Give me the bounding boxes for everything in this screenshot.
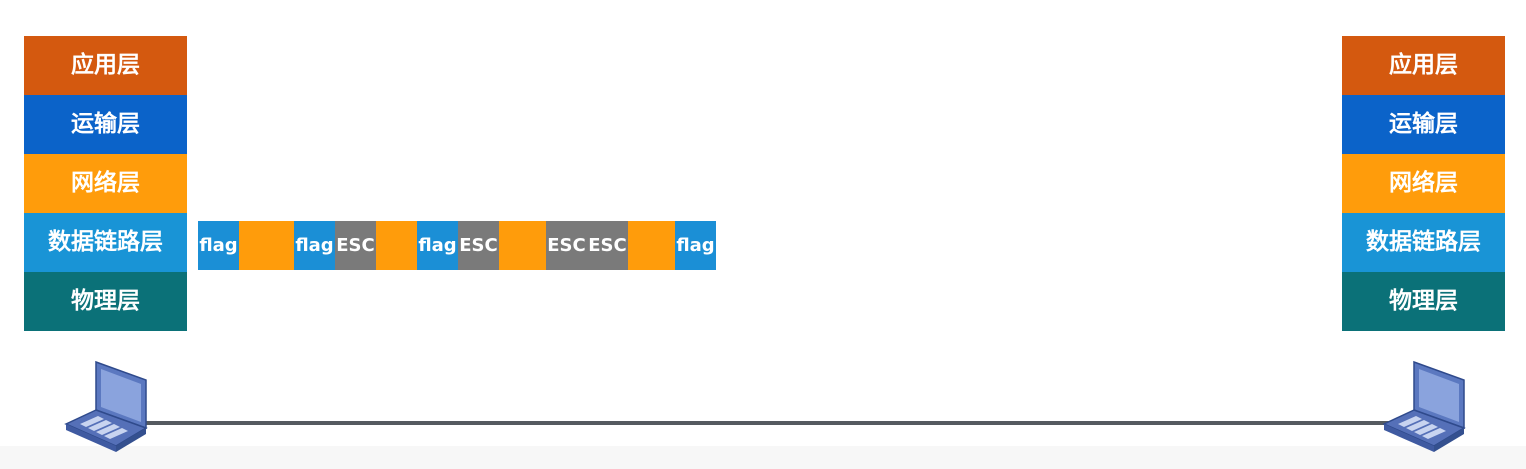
- network-layer: 网络层: [1342, 154, 1505, 213]
- frame-flag: flag: [675, 221, 716, 270]
- frame-flag: flag: [198, 221, 239, 270]
- datalink-layer: 数据链路层: [24, 213, 187, 272]
- frame-esc: ESC: [546, 221, 587, 270]
- application-layer: 应用层: [24, 36, 187, 95]
- physical-link: [140, 421, 1395, 425]
- frame-esc: ESC: [335, 221, 376, 270]
- physical-layer: 物理层: [1342, 272, 1505, 331]
- bottom-band: [0, 446, 1526, 469]
- laptop-icon: [60, 356, 152, 454]
- frame-data: [376, 221, 417, 270]
- left-protocol-stack: 应用层 运输层 网络层 数据链路层 物理层: [24, 36, 187, 331]
- transport-layer: 运输层: [24, 95, 187, 154]
- frame-data: [628, 221, 675, 270]
- byte-stuffed-frame: flag flag ESC flag ESC ESC ESC flag: [198, 221, 716, 270]
- application-layer: 应用层: [1342, 36, 1505, 95]
- frame-flag: flag: [417, 221, 458, 270]
- network-layer: 网络层: [24, 154, 187, 213]
- frame-data: [499, 221, 546, 270]
- frame-flag: flag: [294, 221, 335, 270]
- datalink-layer: 数据链路层: [1342, 213, 1505, 272]
- laptop-icon: [1378, 356, 1470, 454]
- right-protocol-stack: 应用层 运输层 网络层 数据链路层 物理层: [1342, 36, 1505, 331]
- frame-data: [239, 221, 294, 270]
- physical-layer: 物理层: [24, 272, 187, 331]
- frame-esc: ESC: [458, 221, 499, 270]
- frame-esc: ESC: [587, 221, 628, 270]
- transport-layer: 运输层: [1342, 95, 1505, 154]
